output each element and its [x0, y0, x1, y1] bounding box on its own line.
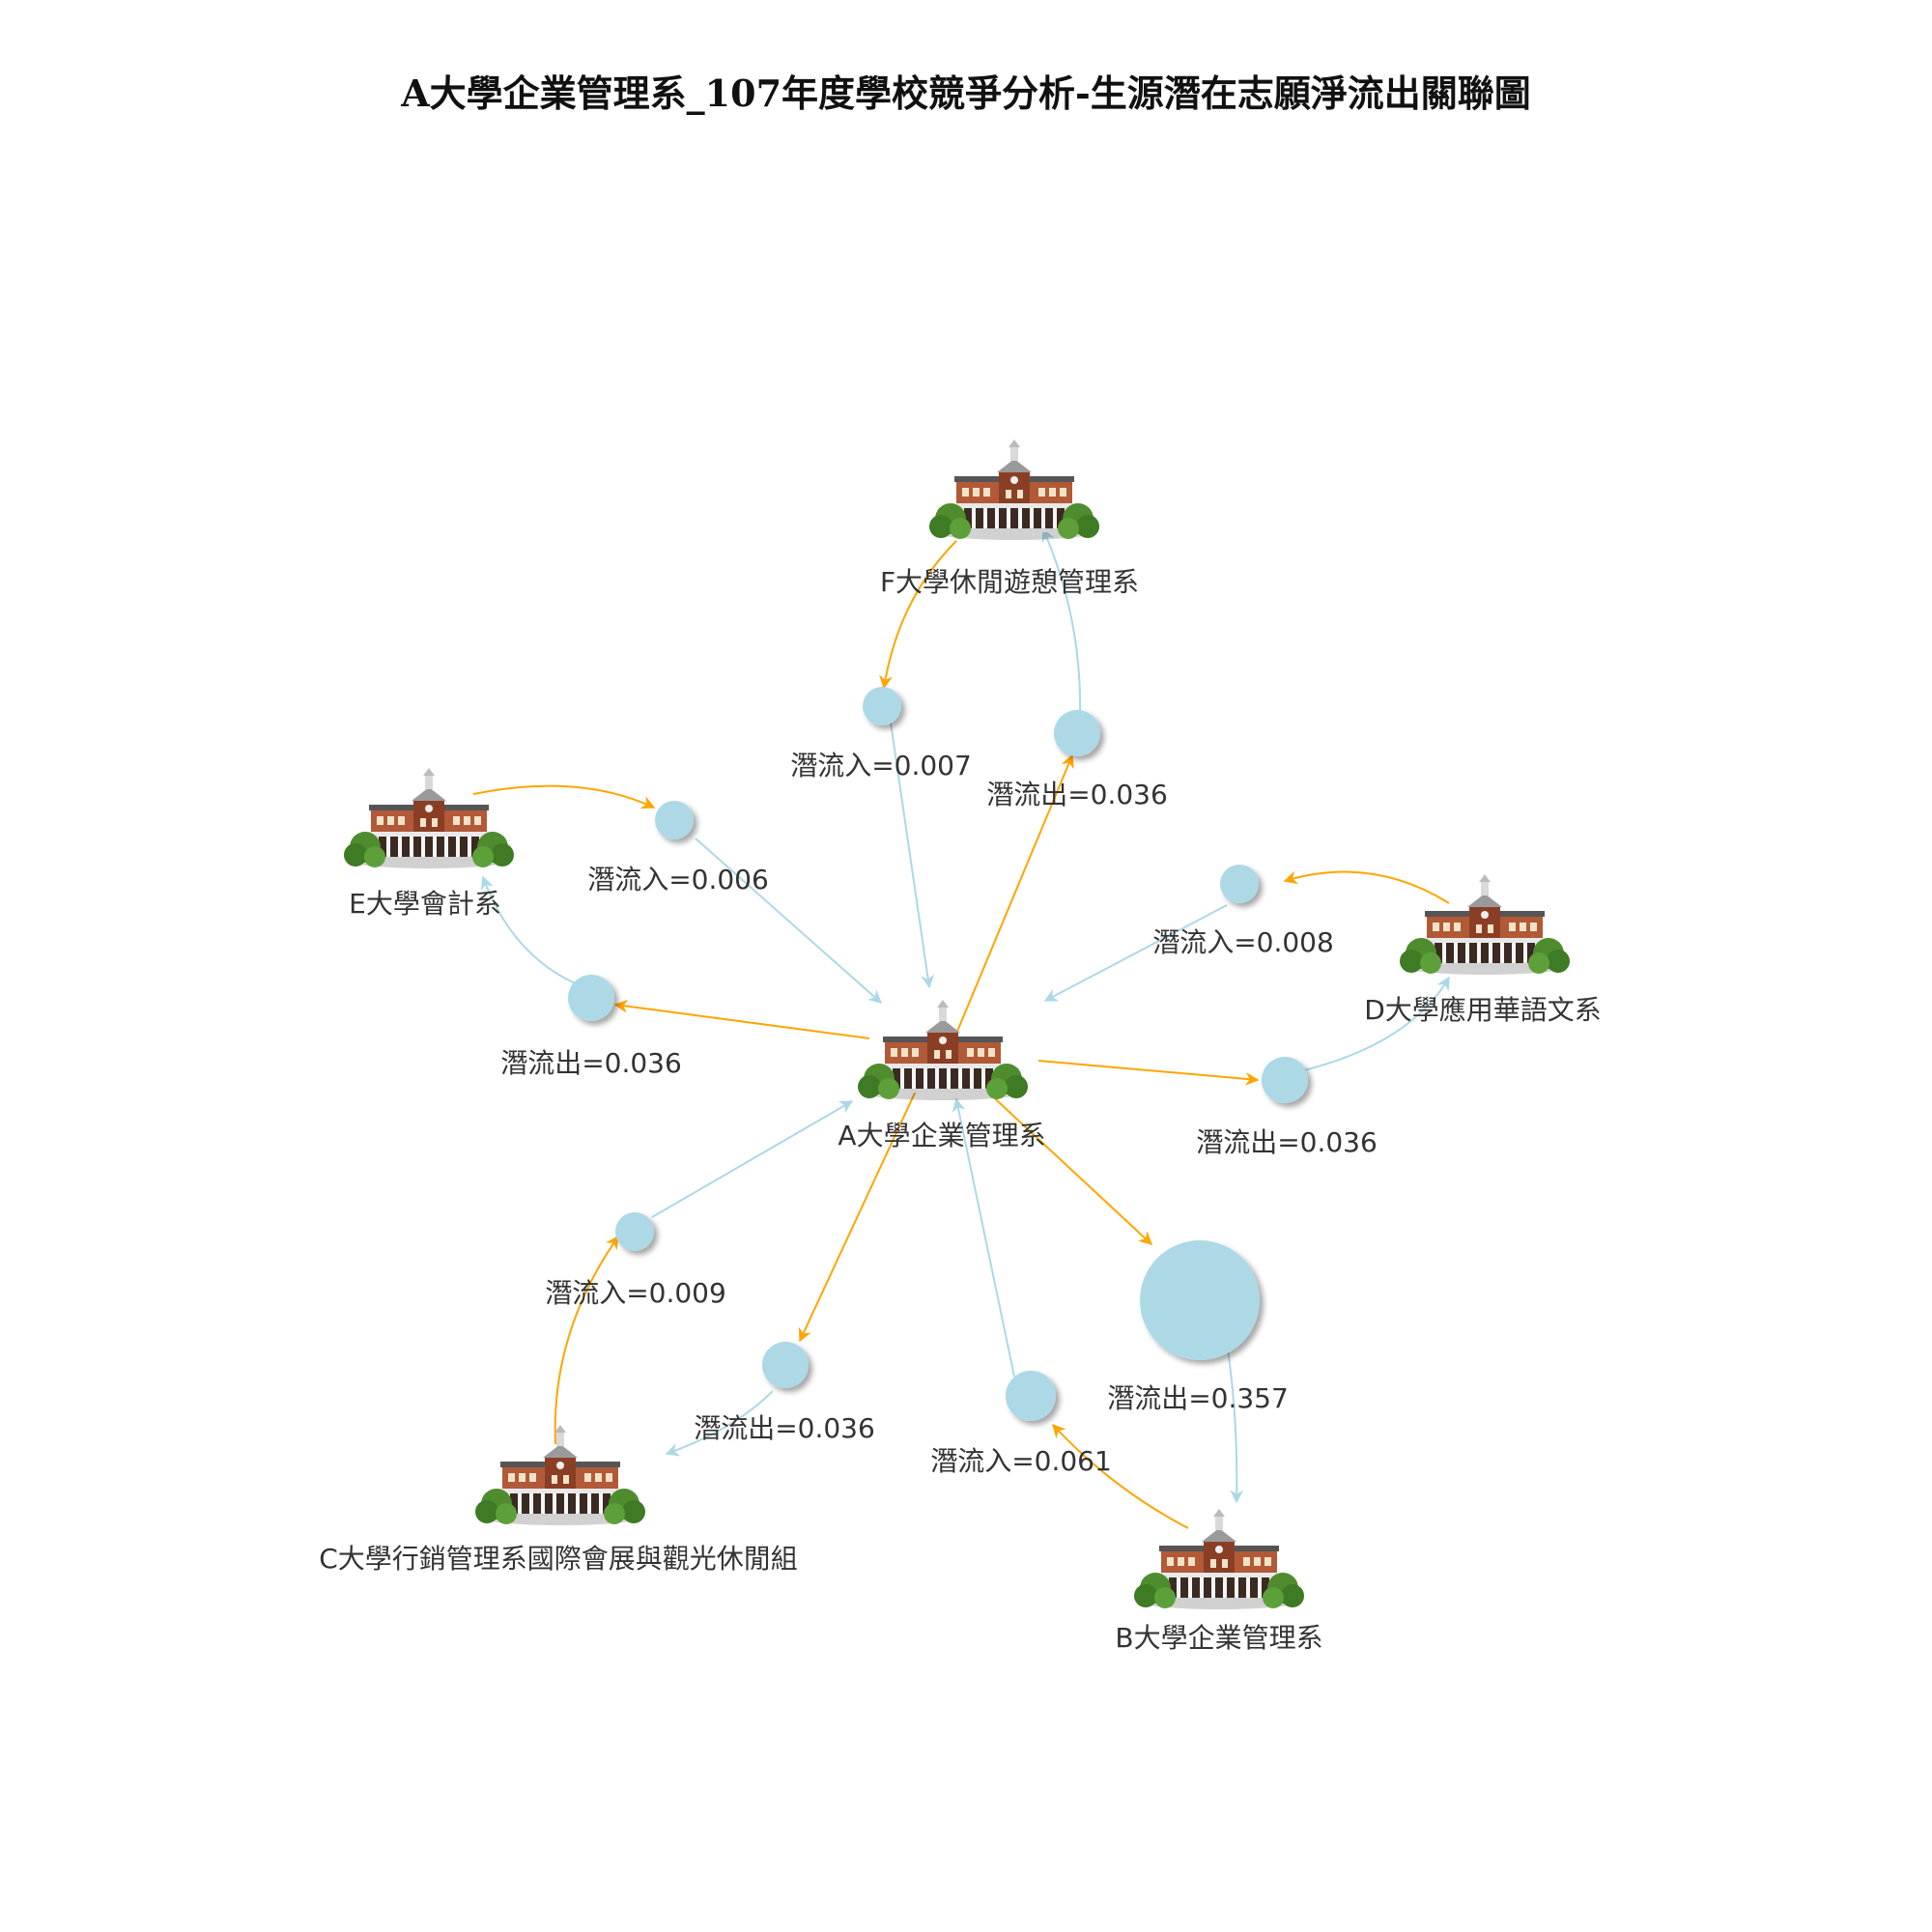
edge-D-to-inflow [1283, 870, 1450, 904]
edge-outflow-C-to-C [665, 1390, 774, 1457]
school-node-E[interactable] [344, 768, 514, 868]
inflow-node-F[interactable] [863, 687, 901, 725]
school-label-E: E大學會計系 [349, 888, 501, 920]
edge-A-to-outflow-B [984, 1089, 1153, 1245]
school-label-D: D大學應用華語文系 [1364, 994, 1602, 1026]
outflow-label-D: 潛流出=0.036 [1196, 1126, 1378, 1158]
edge-outflow-D-to-D [1303, 976, 1450, 1071]
outflow-label-C: 潛流出=0.036 [694, 1412, 875, 1444]
outflow-node-D[interactable] [1262, 1057, 1308, 1103]
edge-inflow-E-to-A [695, 838, 883, 1004]
inflow-label-C: 潛流入=0.009 [545, 1277, 726, 1309]
edge-E-to-inflow [472, 784, 656, 810]
inflow-label-D: 潛流入=0.008 [1152, 926, 1334, 958]
edge-A-to-outflow-E [613, 999, 870, 1039]
edge-inflow-F-to-A [890, 722, 935, 989]
inflow-node-B[interactable] [1006, 1371, 1056, 1421]
edge-outflow-B-to-B [1226, 1342, 1244, 1504]
inflow-node-C[interactable] [615, 1212, 654, 1251]
school-node-B[interactable] [1134, 1509, 1304, 1609]
edge-outflow-E-to-E [480, 875, 581, 986]
school-node-F[interactable] [929, 440, 1099, 540]
outflow-node-E[interactable] [568, 975, 614, 1021]
school-label-B: B大學企業管理系 [1115, 1622, 1322, 1654]
outflow-label-E: 潛流出=0.036 [500, 1047, 682, 1079]
edge-F-to-inflow [879, 540, 957, 690]
inflow-label-E: 潛流入=0.006 [587, 864, 769, 895]
inflow-node-D[interactable] [1220, 865, 1259, 903]
outflow-node-F[interactable] [1054, 710, 1100, 756]
inflow-label-F: 潛流入=0.007 [790, 750, 972, 781]
edge-inflow-D-to-A [1043, 904, 1228, 1002]
inflow-node-E[interactable] [655, 801, 694, 839]
school-node-C[interactable] [475, 1425, 645, 1525]
school-node-A[interactable] [858, 1000, 1028, 1100]
school-label-F: F大學休閒遊憩管理系 [880, 566, 1139, 598]
school-label-A: A大學企業管理系 [838, 1120, 1045, 1151]
edge-A-to-outflow-F [955, 753, 1074, 1035]
edge-B-to-inflow [1052, 1423, 1189, 1529]
school-label-C: C大學行銷管理系國際會展與觀光休閒組 [319, 1543, 798, 1575]
edge-outflow-F-to-F [1041, 527, 1082, 716]
inflow-label-B: 潛流入=0.061 [930, 1445, 1112, 1477]
outflow-label-F: 潛流出=0.036 [986, 779, 1168, 810]
edge-inflow-B-to-A [952, 1097, 1015, 1378]
edge-A-to-outflow-C [798, 1086, 919, 1343]
page-title: A大學企業管理系_107年度學校競爭分析-生源潛在志願淨流出關聯圖 [401, 71, 1531, 115]
edge-C-to-inflow [554, 1235, 619, 1445]
outflow-node-B[interactable] [1140, 1240, 1260, 1360]
edge-inflow-C-to-A [651, 1100, 854, 1218]
edge-A-to-outflow-D [1037, 1060, 1260, 1086]
outflow-node-C[interactable] [762, 1342, 809, 1388]
outflow-label-B: 潛流出=0.357 [1107, 1382, 1289, 1414]
